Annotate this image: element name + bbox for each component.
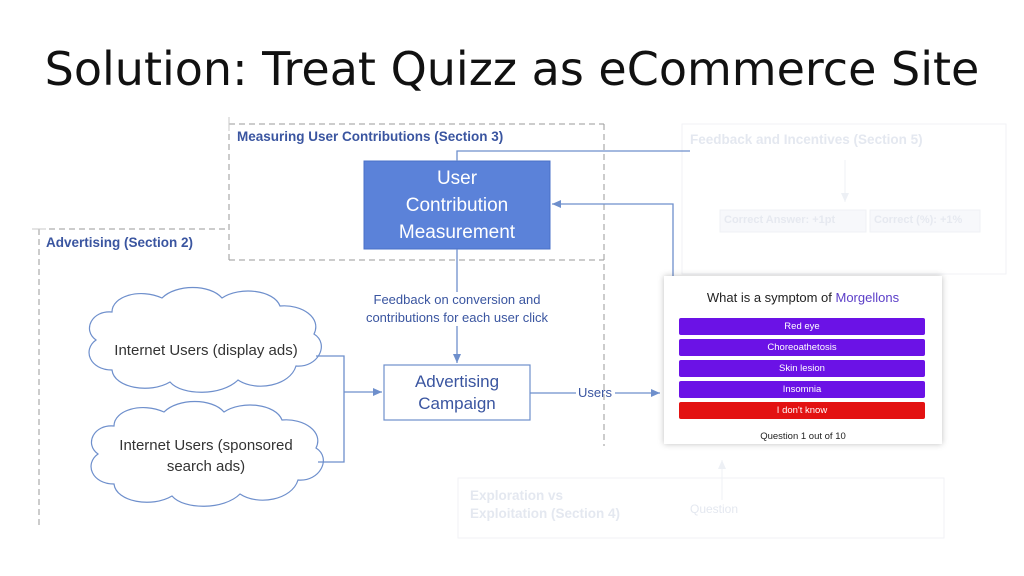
- advertising-campaign-box: [383, 364, 531, 421]
- quiz-option[interactable]: Choreoathetosis: [679, 339, 925, 356]
- quiz-option-dont-know[interactable]: I don't know: [679, 402, 925, 419]
- cloud-sponsored-label-line1: Internet Users (sponsored: [119, 437, 293, 454]
- campaign-label: Advertising Campaign: [384, 371, 530, 415]
- faded-correct-pct-box: [869, 209, 981, 233]
- quiz-progress: Question 1 out of 10: [760, 431, 846, 442]
- cloud-sponsored-ads: [90, 401, 324, 507]
- users-edge-label: Users: [578, 385, 612, 400]
- feedback-incentive-link: [456, 150, 690, 161]
- cloud-display-ads: [88, 287, 322, 393]
- quiz-option[interactable]: Skin lesion: [679, 360, 925, 377]
- cloud-sponsored-link: [318, 392, 345, 463]
- quiz-to-ucm-arrow: [552, 200, 674, 276]
- quiz-option[interactable]: Red eye: [679, 318, 925, 335]
- advertising-section-border: [32, 228, 229, 528]
- feedback-edge-label: Feedback on conversion and contributions…: [330, 291, 584, 327]
- connectors: [316, 150, 690, 463]
- quiz-question: What is a symptom of Morgellons: [664, 290, 942, 305]
- feedback-edge-label-line1: Feedback on conversion and: [373, 292, 541, 307]
- section-label-exploration-line2: Exploitation (Section 4): [470, 506, 621, 521]
- ucm-label: User Contribution Measurement: [364, 165, 550, 246]
- section-label-exploration-line1: Exploration vs: [470, 488, 564, 503]
- quiz-option[interactable]: Insomnia: [679, 381, 925, 398]
- section-label-advertising: Advertising (Section 2): [46, 235, 194, 250]
- quiz-question-topic: Morgellons: [835, 290, 900, 305]
- ucm-label-line3: Measurement: [398, 222, 516, 243]
- cloud-display-label: Internet Users (display ads): [114, 342, 298, 359]
- campaign-label-line1: Advertising: [414, 372, 500, 391]
- quiz-card: What is a symptom of Morgellons Red eye …: [664, 276, 942, 444]
- cloud-sponsored-label: Internet Users (sponsored search ads): [88, 435, 324, 477]
- faded-exploration-section: [457, 460, 945, 539]
- cloud-sponsored-label-line2: search ads): [166, 458, 246, 475]
- slide-title: Solution: Treat Quizz as eCommerce Site: [44, 42, 980, 96]
- ucm-label-line2: Contribution: [405, 195, 509, 216]
- cloud-display-link: [316, 355, 345, 392]
- faded-correct-pct-label: Correct (%): +1%: [874, 214, 963, 226]
- faded-question-label: Question: [690, 502, 739, 516]
- measuring-section-border: [228, 117, 605, 446]
- ucm-label-line1: User: [436, 168, 478, 189]
- feedback-edge-label-line2: contributions for each user click: [365, 310, 549, 325]
- section-label-feedback-incentives: Feedback and Incentives (Section 5): [690, 132, 923, 147]
- faded-feedback-section: [681, 123, 1007, 275]
- campaign-label-line2: Campaign: [418, 394, 496, 413]
- faded-correct-answer-box: [719, 209, 867, 233]
- faded-correct-answer-label: Correct Answer: +1pt: [724, 214, 836, 226]
- section-label-measuring: Measuring User Contributions (Section 3): [237, 129, 504, 144]
- quiz-question-prefix: What is a symptom of: [706, 290, 832, 305]
